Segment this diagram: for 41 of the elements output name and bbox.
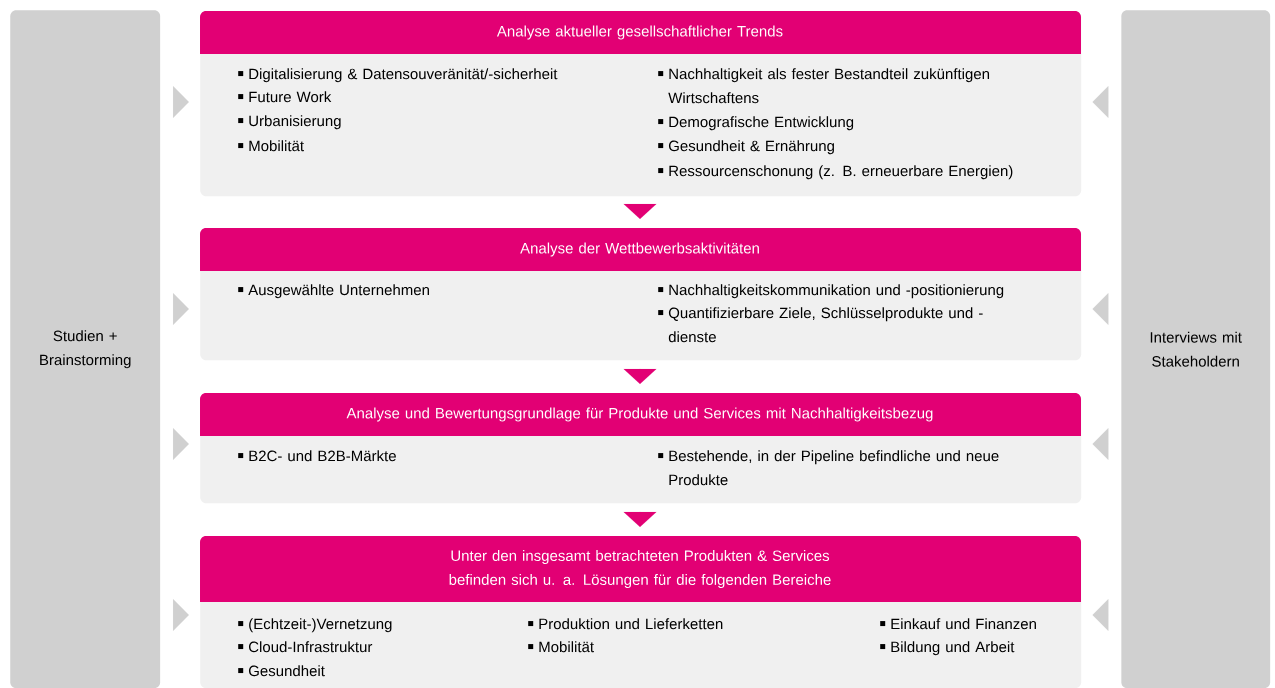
section-card [200, 228, 1082, 361]
arrow [173, 599, 189, 631]
bullet-item: Gesundheit & Ernährung [658, 140, 834, 155]
bullet-item: Nachhaltigkeit als fester Bestandteil zukünftigen Wirtschaftens [658, 68, 990, 104]
arrow [623, 511, 657, 527]
bullet-item: Gesundheit [238, 665, 325, 677]
arrow [1092, 86, 1109, 118]
bullet-item: Quantifizierbare Ziele, Schlüsselprodukte und -dienste [658, 307, 983, 343]
bullet-item: (Echtzeit-)Vernetzung [238, 618, 392, 633]
bullet-item: Bestehende, in der Pipeline befindliche und neue Produkte [658, 450, 999, 486]
card-header: Analyse und Bewertungsgrundlage für Produkte und Services mit Nachhaltigkeitsbezug [200, 393, 1081, 436]
section-card [200, 393, 1082, 504]
bullet-item: Einkauf und Finanzen [880, 618, 1036, 630]
bullet-item: Demografische Entwicklung [658, 116, 854, 131]
bullet-item: Produktion und Lieferketten [528, 618, 723, 630]
bullet-item: Urbanisierung [238, 115, 341, 130]
bullet-item: Future Work [238, 91, 332, 103]
section-card [200, 536, 1082, 688]
section-card [200, 11, 1082, 197]
card-header: Analyse aktueller gesellschaftlicher Trends [200, 11, 1081, 54]
card-header: Unter den insgesamt betrachteten Produkten & Services befinden sich u. a. Lösungen für die folgenden Bereiche [200, 536, 1081, 602]
arrow [623, 368, 657, 384]
bullet-item: Mobilität [528, 641, 594, 653]
arrow [623, 203, 657, 219]
arrow [173, 293, 189, 325]
bullet-item: Bildung und Arbeit [880, 641, 1015, 656]
arrow [1092, 428, 1109, 460]
bullet-item: Mobilität [238, 140, 304, 152]
bullet-item: Ressourcenschonung (z. B. erneuerbare Energien) [658, 165, 1013, 180]
bullet-item: Ausgewählte Unternehmen [238, 284, 429, 299]
side-panel: Studien + Brainstorming [10, 10, 161, 688]
side-panel: Interviews mit Stakeholdern [1121, 10, 1271, 688]
bullet-item: Nachhaltigkeitskommunikation und -positionierung [658, 284, 1004, 299]
arrow [173, 428, 189, 460]
bullet-item: Digitalisierung & Datensouveränität/-sicherheit [238, 68, 558, 83]
arrow [1092, 599, 1109, 631]
bullet-item: Cloud-Infrastruktur [238, 641, 373, 653]
arrow [173, 86, 189, 118]
bullet-item: B2C- und B2B-Märkte [238, 450, 396, 462]
arrow [1092, 293, 1109, 325]
card-header: Analyse der Wettbewerbsaktivitäten [200, 228, 1081, 271]
